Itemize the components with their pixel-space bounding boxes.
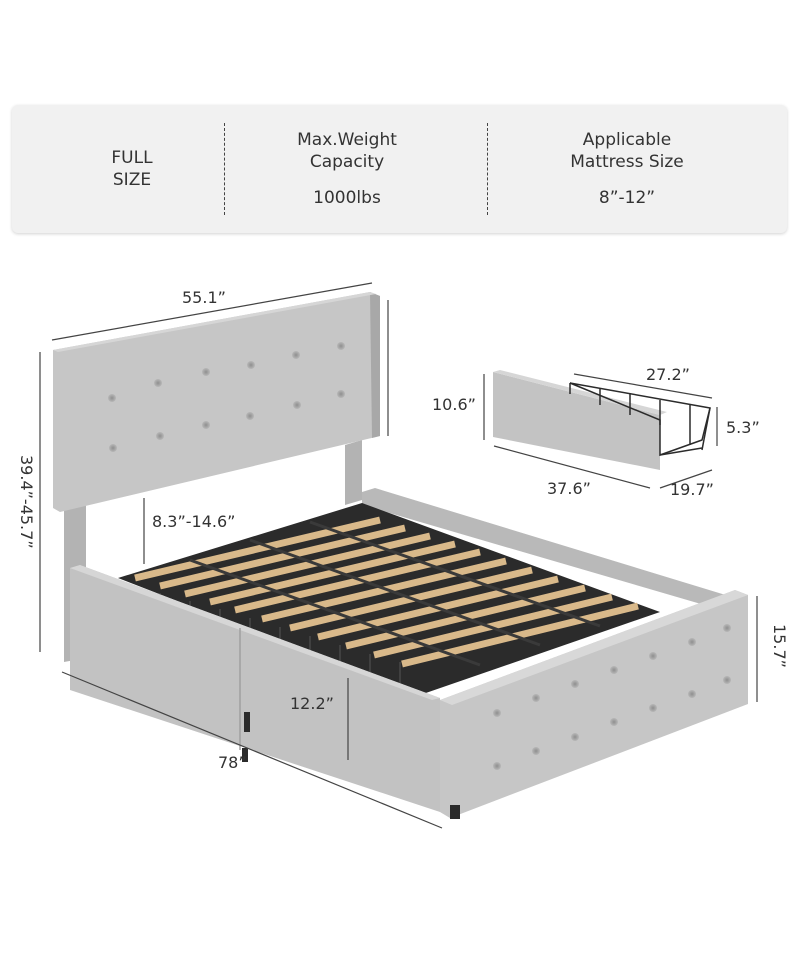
weight-value: 1000lbs xyxy=(313,188,381,208)
drawer-detail xyxy=(493,370,711,470)
weight-spec: Max.Weight Capacity 1000lbs xyxy=(252,105,442,233)
drawer-front-height-label: 10.6” xyxy=(432,395,476,414)
drawer-depth-label: 19.7” xyxy=(670,480,714,499)
dimension-lines xyxy=(39,282,758,829)
footboard-height-label: 15.7” xyxy=(770,624,789,668)
drawer-basket-height-label: 5.3” xyxy=(726,418,760,437)
drawer-leg xyxy=(242,712,250,762)
clearance-label: 8.3”-14.6” xyxy=(152,512,236,531)
length-label: 78” xyxy=(218,753,247,772)
headboard-width-label: 55.1” xyxy=(182,288,226,307)
mattress-value: 8”-12” xyxy=(598,188,656,208)
size-label-line2: SIZE xyxy=(112,170,152,190)
side-rail-right xyxy=(362,488,742,616)
headboard xyxy=(53,292,380,512)
spec-panel: FULL SIZE Max.Weight Capacity 1000lbs Ap… xyxy=(12,105,787,233)
footboard xyxy=(440,590,748,819)
drawer-length-label: 37.6” xyxy=(547,479,591,498)
drawer-basket-length-label: 27.2” xyxy=(646,365,690,384)
size-label-line1: FULL xyxy=(111,148,153,168)
mattress-label-line2: Mattress Size xyxy=(570,152,684,172)
mattress-spec: Applicable Mattress Size 8”-12” xyxy=(537,105,717,233)
spec-divider xyxy=(224,123,225,215)
spec-divider xyxy=(487,123,488,215)
footboard-tufts xyxy=(493,624,731,770)
weight-label-line1: Max.Weight xyxy=(297,130,397,150)
headboard-tufts xyxy=(108,342,345,452)
headboard-height-label: 39.4”-45.7” xyxy=(17,455,36,549)
side-height-label: 12.2” xyxy=(290,694,334,713)
size-spec: FULL SIZE xyxy=(52,105,212,233)
slat-frame xyxy=(118,503,660,696)
weight-label-line2: Capacity xyxy=(309,152,385,172)
mattress-label-line1: Applicable xyxy=(582,130,672,150)
